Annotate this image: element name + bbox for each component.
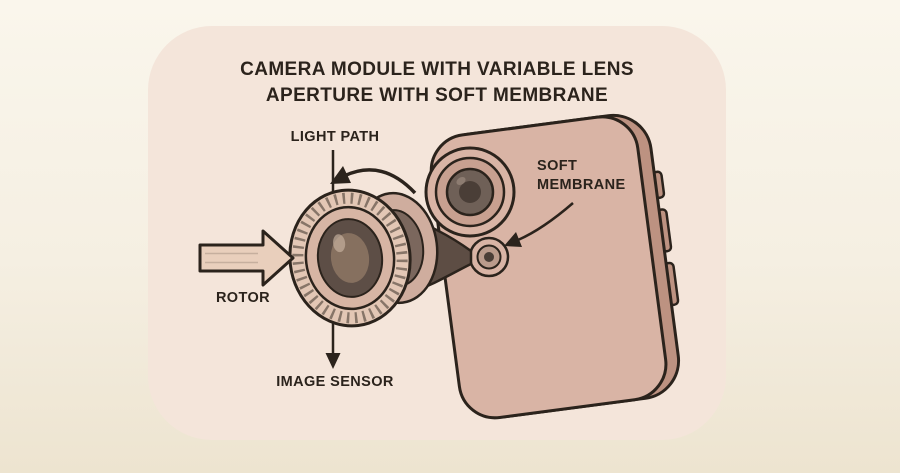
camera-lens-center	[459, 181, 481, 203]
diagram-title: CAMERA MODULE WITH VARIABLE LENS APERTUR…	[168, 57, 706, 109]
label-soft-membrane-line2: MEMBRANE	[537, 177, 626, 193]
soft-membrane-pointer-icon	[504, 202, 574, 247]
label-image-sensor: IMAGE SENSOR	[276, 374, 394, 390]
rotor-arrow-shape	[198, 229, 295, 287]
soft-membrane-pointer-arrowhead	[504, 232, 522, 247]
label-soft-membrane-line1: SOFT	[537, 158, 578, 174]
diagram-title-line2: APERTURE WITH SOFT MEMBRANE	[265, 85, 609, 106]
camera-lens-large	[424, 146, 516, 238]
label-soft-membrane: SOFT MEMBRANE	[537, 157, 626, 195]
rotor-ring-lens-highlight	[333, 234, 346, 253]
rotor-ring-knurling	[292, 192, 408, 324]
rotation-arrowhead	[330, 166, 351, 184]
diagram-title-line1: CAMERA MODULE WITH VARIABLE LENS	[240, 59, 634, 80]
label-rotor: ROTOR	[215, 290, 271, 306]
rotation-arrow-icon	[330, 166, 417, 195]
membrane-aperture	[468, 236, 510, 278]
rotor-arrow-icon	[198, 229, 295, 287]
rotor-ring	[288, 188, 412, 328]
label-light-path: LIGHT PATH	[290, 129, 380, 145]
camera-lens-highlight	[456, 176, 466, 186]
rotation-arrow-curve	[343, 168, 417, 195]
light-path-arrowhead-icon	[325, 353, 341, 369]
membrane-center	[484, 252, 494, 262]
soft-membrane-pointer-curve	[517, 202, 574, 242]
